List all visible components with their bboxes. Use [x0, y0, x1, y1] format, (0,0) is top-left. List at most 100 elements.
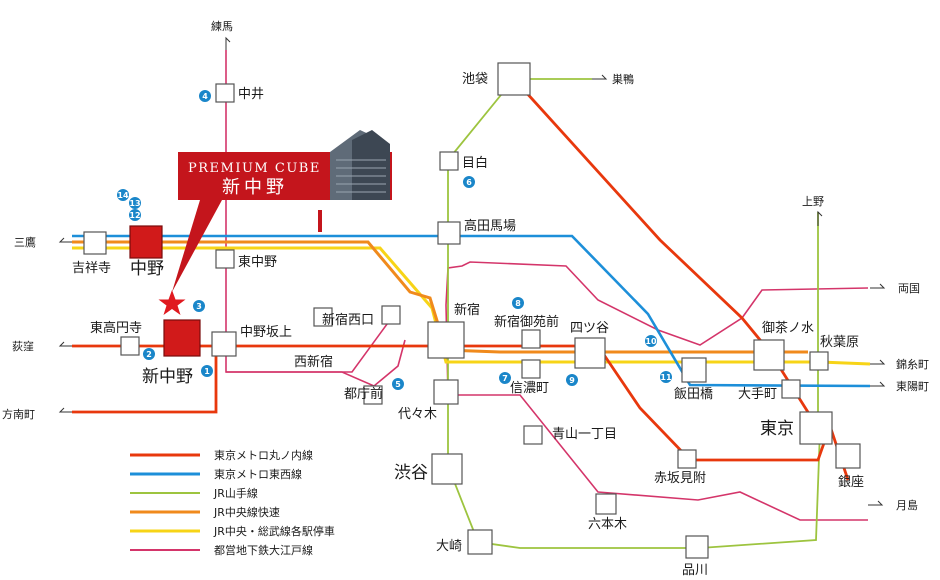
- svg-text:5: 5: [395, 380, 401, 389]
- station-ikebukuro[interactable]: [497, 62, 531, 96]
- line-yamanote: [447, 78, 821, 549]
- station-nishishinjuku[interactable]: [381, 305, 401, 325]
- station-shinanomachi[interactable]: [521, 359, 541, 379]
- label-yotsuya: 四ツ谷: [570, 321, 609, 336]
- label-otemachi: 大手町: [738, 387, 777, 402]
- label-roppongi: 六本木: [588, 517, 627, 532]
- arrow-left-icon: [58, 341, 72, 347]
- station-higashikoenji[interactable]: [120, 336, 140, 356]
- badge-10: 10: [645, 335, 657, 347]
- label-ogikubo: 荻窪: [12, 339, 34, 353]
- promo-title-jp: 新中野: [222, 177, 288, 198]
- station-yoyogi[interactable]: [433, 379, 459, 405]
- legend-label-oedo: 都営地下鉄大江戸線: [214, 543, 313, 557]
- station-nakanosakaue[interactable]: [211, 331, 237, 357]
- badge-11: 11: [660, 371, 672, 383]
- label-shinagawa: 品川: [682, 563, 708, 578]
- badge-7: 7: [499, 372, 511, 384]
- label-ochanomizu: 御茶ノ水: [762, 320, 814, 336]
- label-mejiro: 目白: [462, 155, 488, 171]
- label-yoyogi: 代々木: [398, 407, 437, 422]
- station-takadanobaba[interactable]: [437, 221, 461, 245]
- building-image: [330, 130, 390, 200]
- station-aoyamaitchome[interactable]: [523, 425, 543, 445]
- station-osaki[interactable]: [467, 529, 493, 555]
- label-iidabashi: 飯田橋: [674, 387, 713, 402]
- arrow-right-icon: [868, 500, 884, 506]
- station-shibuya[interactable]: [431, 453, 463, 485]
- badge-14: 14: [117, 189, 129, 201]
- station-roppongi[interactable]: [595, 493, 617, 515]
- badge-12: 12: [129, 209, 141, 221]
- line-marunouchi: [72, 78, 850, 481]
- arrow-left-icon: [58, 407, 72, 413]
- label-nishishinjuku: 西新宿: [294, 354, 333, 370]
- label-shinjuku: 新宿: [454, 302, 480, 318]
- station-labels: 練馬 中井 池袋 巣鴨 目白 高田馬場 三鷹 吉祥寺 中野 東中野 上野 両国 …: [2, 19, 929, 578]
- legend-label-marunouchi: 東京メトロ丸ノ内線: [214, 448, 313, 462]
- label-shinanomachi: 信濃町: [510, 381, 549, 396]
- badge-2: 2: [143, 348, 155, 360]
- label-shinnakano: 新中野: [142, 367, 193, 387]
- station-shinjuku[interactable]: [427, 321, 465, 359]
- label-tochomae: 都庁前: [344, 386, 383, 402]
- station-ochanomizu[interactable]: [753, 339, 785, 371]
- label-tsukishima: 月島: [896, 498, 918, 512]
- promo-title-en: PREMIUM CUBE: [188, 161, 321, 176]
- svg-text:9: 9: [569, 376, 575, 385]
- station-tochomae[interactable]: [363, 385, 383, 405]
- svg-text:6: 6: [466, 178, 472, 187]
- promo-banner: PREMIUM CUBE 新中野: [172, 130, 392, 292]
- svg-text:3: 3: [196, 302, 202, 311]
- label-honancho: 方南町: [2, 407, 35, 421]
- station-shinjukugyoenmae[interactable]: [521, 329, 541, 349]
- svg-text:13: 13: [129, 199, 140, 208]
- station-kichijoji[interactable]: [83, 231, 107, 255]
- station-nakano[interactable]: [129, 225, 163, 259]
- badge-6: 6: [463, 176, 475, 188]
- label-shinjukugyoenmae: 新宿御苑前: [494, 314, 559, 330]
- station-ginza[interactable]: [835, 443, 861, 469]
- station-akasakamitsuke[interactable]: [677, 449, 697, 469]
- svg-text:7: 7: [502, 374, 508, 383]
- badge-9: 9: [566, 374, 578, 386]
- station-shinjukunishiguchi[interactable]: [313, 307, 333, 327]
- badge-5: 5: [392, 378, 404, 390]
- svg-text:4: 4: [202, 92, 208, 101]
- station-mejiro[interactable]: [439, 151, 459, 171]
- arrow-right-icon: [870, 283, 886, 289]
- label-kichijoji: 吉祥寺: [72, 261, 111, 276]
- badge-1: 1: [201, 365, 213, 377]
- label-aoyamaitchome: 青山一丁目: [552, 427, 617, 442]
- station-iidabashi[interactable]: [681, 357, 707, 383]
- promo-stem: [318, 210, 322, 232]
- arrow-right-icon: [870, 359, 886, 365]
- label-nerima: 練馬: [211, 19, 233, 33]
- station-shinagawa[interactable]: [685, 535, 709, 559]
- svg-text:8: 8: [515, 299, 521, 308]
- station-tokyo[interactable]: [799, 411, 833, 445]
- badge-4: 4: [199, 90, 211, 102]
- label-tokyo: 東京: [760, 419, 794, 439]
- arrow-up-icon: [817, 210, 823, 226]
- svg-text:10: 10: [645, 337, 657, 346]
- label-sugamo: 巣鴨: [612, 72, 634, 86]
- station-higashinakano[interactable]: [215, 249, 235, 269]
- label-nakano: 中野: [130, 259, 164, 279]
- station-otemachi[interactable]: [781, 379, 801, 399]
- label-nakai: 中井: [238, 87, 264, 102]
- station-akihabara[interactable]: [809, 351, 829, 371]
- label-ikebukuro: 池袋: [462, 72, 488, 87]
- label-akasakamitsuke: 赤坂見附: [654, 471, 706, 486]
- badge-3: 3: [193, 300, 205, 312]
- station-yotsuya[interactable]: [574, 337, 606, 369]
- station-shinnakano[interactable]: [163, 319, 201, 357]
- arrow-up-icon: [225, 36, 231, 50]
- station-nakai[interactable]: [215, 83, 235, 103]
- svg-text:14: 14: [117, 191, 129, 200]
- stations: [83, 62, 861, 559]
- arrow-right-icon: [592, 74, 608, 80]
- legend-label-yamanote: JR山手線: [213, 486, 258, 500]
- label-higashiyocho: 東陽町: [896, 380, 929, 393]
